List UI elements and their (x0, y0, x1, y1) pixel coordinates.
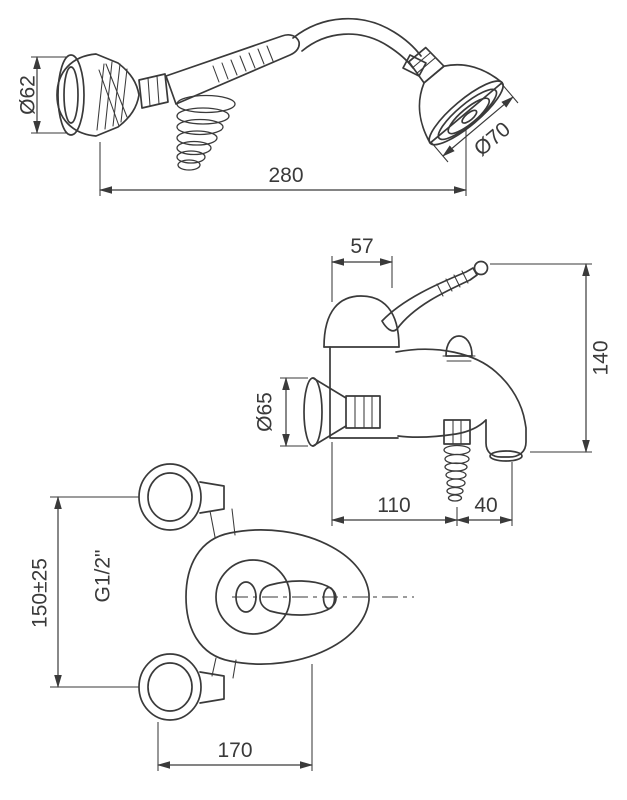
lever-ridges (436, 270, 469, 297)
hose-spring-coil (176, 94, 236, 171)
diverter-knob (442, 335, 476, 362)
dim-label-110: 110 (377, 494, 410, 517)
dim-110-40: 110 40 (331, 442, 513, 526)
top-flange (138, 463, 236, 538)
dim-140: 140 (490, 263, 613, 453)
dim-label-150: 150±25 (29, 558, 52, 628)
mixer-lever (381, 260, 489, 332)
knurl-hatching (96, 61, 128, 131)
dim-label-280: 280 (268, 164, 303, 187)
dim-label-dia70: Ø70 (470, 118, 515, 161)
front-lever (259, 580, 337, 616)
dim-label-dia62: Ø62 (17, 75, 40, 115)
nipple-thread-coil (443, 444, 471, 502)
thread-label: G1/2" (92, 550, 115, 603)
mixer-side-view: 57 140 Ø65 110 40 (254, 235, 613, 526)
dim-57: 57 (331, 235, 393, 302)
shower-hose (292, 17, 427, 77)
dim-dia65: Ø65 (254, 377, 308, 447)
dim-label-170: 170 (217, 739, 252, 762)
dim-label-40: 40 (474, 494, 497, 517)
bottom-flange (138, 653, 237, 721)
mixer-body (323, 295, 400, 439)
dim-label-57: 57 (350, 235, 373, 258)
dim-170: 170 (157, 664, 313, 771)
handshower-view: Ø62 Ø70 280 (17, 17, 519, 196)
dim-dia62: Ø62 (17, 56, 68, 134)
handshower-left-head (56, 53, 169, 137)
handshower-handle (165, 33, 301, 105)
dim-280: 280 (99, 128, 467, 196)
dim-150: 150±25 (29, 496, 139, 688)
handle-ridges (212, 45, 274, 83)
dim-label-dia65: Ø65 (254, 392, 277, 432)
mixer-front-view: G1/2" 150±25 170 (29, 463, 414, 771)
dim-label-140: 140 (590, 340, 613, 375)
wall-connector (303, 377, 381, 447)
hose-nipple (443, 419, 471, 502)
